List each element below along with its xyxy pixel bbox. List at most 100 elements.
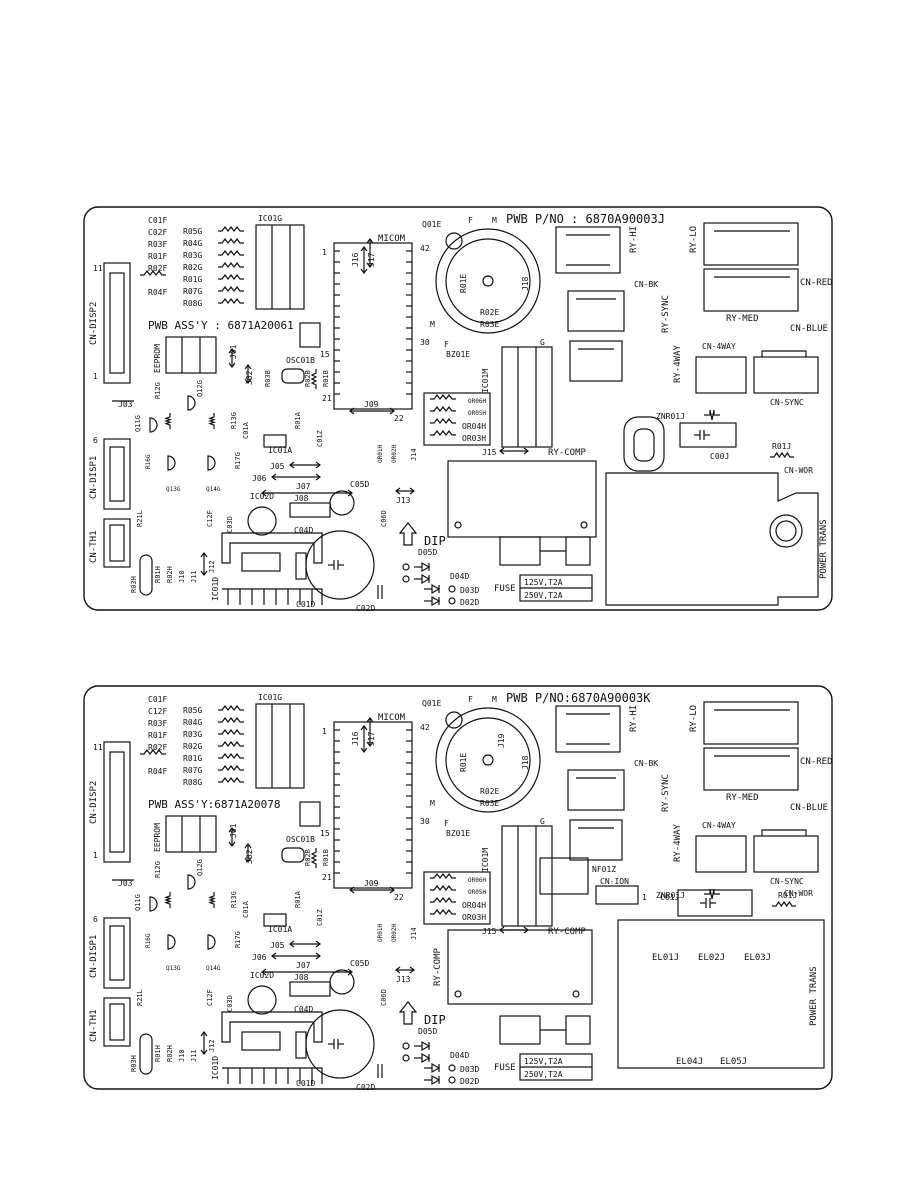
label-c05d: C05D [350, 480, 369, 489]
label-ry-lo: RY-LO [689, 226, 699, 253]
arrow-head [261, 968, 267, 976]
label-c02d: C02D [356, 1083, 375, 1092]
label-r02b: R02B [304, 370, 312, 387]
arrow-head [228, 841, 236, 847]
transformer-core [769, 514, 803, 548]
fuse-holder [565, 1015, 591, 1045]
regulator-body [295, 552, 307, 580]
resistor-array [423, 871, 491, 925]
label-ry-4way: RY-4WAY [673, 823, 683, 862]
arrow-head [200, 1031, 208, 1037]
label-dip: DIP [424, 534, 446, 548]
label-cn-sync: CN-SYNC [770, 398, 804, 407]
connector-cn-4way [695, 835, 747, 873]
arrow-head [360, 725, 368, 731]
label-d03d: D03D [460, 586, 479, 595]
label-r16g: R16G [145, 933, 152, 948]
label-el03j: EL03J [744, 953, 771, 963]
fuse-holder [499, 1015, 541, 1045]
resistor-symbol [430, 394, 456, 400]
label-cn-disp2: CN-DISP2 [89, 781, 99, 824]
relay-ry-lo [703, 222, 799, 266]
transistor-symbol [187, 395, 196, 411]
arrow-head [261, 489, 267, 497]
label-c01d: C01D [296, 1079, 315, 1088]
label-r03g: R03G [183, 730, 202, 739]
label-r04f: R04F [148, 288, 167, 297]
ic-ic01m [501, 825, 553, 927]
board-outline [83, 206, 833, 611]
resistor-symbol [430, 873, 456, 879]
label-c01f: C01F [148, 216, 167, 225]
label-ry-comp: RY-COMP [548, 927, 587, 937]
label-j03: J03 [118, 879, 133, 888]
transistor-symbol [149, 896, 158, 912]
label-r08g: R08G [183, 299, 202, 308]
pcb-board-2: PWB P/NO:6870A90003K111CN-DISP26CN-DISP1… [83, 685, 833, 1092]
label-r02e: R02E [480, 308, 499, 317]
label-ic01m: IC01M [481, 848, 490, 872]
label-r02b: R02B [304, 849, 312, 866]
label-ic01a: IC01A [268, 925, 292, 934]
diode-pad [448, 597, 456, 605]
arrow-head [244, 843, 252, 849]
label-micom: MICOM [378, 234, 406, 244]
arrow-head [315, 461, 321, 469]
label-fuse1: 125V,T2A [524, 578, 563, 587]
diode-symbol [421, 573, 431, 585]
buzzer-center [482, 754, 494, 766]
diode-pad [402, 563, 410, 571]
resistor-symbol [218, 274, 244, 280]
relay-ry-hi [555, 705, 621, 753]
connector-inner [109, 925, 125, 981]
label-pin1: 1 [93, 851, 98, 860]
label-ic01m: IC01M [481, 369, 490, 393]
arrow-head [315, 952, 321, 960]
label-pin11: 11 [93, 743, 103, 752]
power-transformer [617, 919, 825, 1069]
arrow-head [389, 407, 395, 415]
fuse-holder [565, 536, 591, 566]
fuse-holder [499, 536, 541, 566]
capacitor-c00j [679, 422, 737, 448]
arrow-head [315, 473, 321, 481]
label-j17: J17 [367, 731, 376, 746]
label-p22: 22 [394, 893, 404, 902]
label-cn-disp1: CN-DISP1 [89, 935, 99, 978]
label-r01b: R01B [322, 849, 330, 866]
label-osc01b: OSC01B [286, 356, 315, 365]
label-cn-sync: CN-SYNC [770, 877, 804, 886]
label-q14g: Q14G [206, 965, 221, 972]
pcb-board-1: PWB P/NO : 6870A90003J111CN-DISP26CN-DIS… [83, 206, 833, 613]
mount-hole [572, 990, 580, 998]
arrow-head [499, 447, 505, 455]
resistor-symbol [430, 909, 456, 915]
crystal-osc01b [281, 368, 305, 384]
mount-hole [580, 521, 588, 529]
arrow-head [395, 966, 401, 974]
resistor-symbol [208, 413, 216, 429]
label-r16g: R16G [145, 454, 152, 469]
label-j08: J08 [294, 494, 309, 503]
arrow-head [228, 827, 236, 833]
capacitor-c02d [305, 530, 375, 600]
diode-pad [402, 1042, 410, 1050]
buzzer-inner [445, 238, 531, 324]
pwb-part-number: PWB P/NO:6870A90003K [506, 691, 651, 705]
label-r04g: R04G [183, 718, 202, 727]
label-r01f: R01F [148, 252, 167, 261]
label-cn-bk: CN-BK [634, 759, 658, 768]
label-cn-bk: CN-BK [634, 280, 658, 289]
resistor-symbol [218, 298, 244, 304]
label-r17g: R17G [234, 931, 242, 948]
label-r03e: R03E [480, 799, 499, 808]
relay-ry-comp [447, 929, 593, 1005]
label-cn-red: CN-RED [800, 278, 833, 288]
diode-symbol [431, 1074, 441, 1086]
label-eeprom: EEPROM [153, 344, 162, 373]
label-or02h: OR02H [391, 924, 398, 942]
label-r02g: R02G [183, 263, 202, 272]
label-znr01j: ZNR01J [656, 891, 685, 900]
crystal-osc01b [281, 847, 305, 863]
